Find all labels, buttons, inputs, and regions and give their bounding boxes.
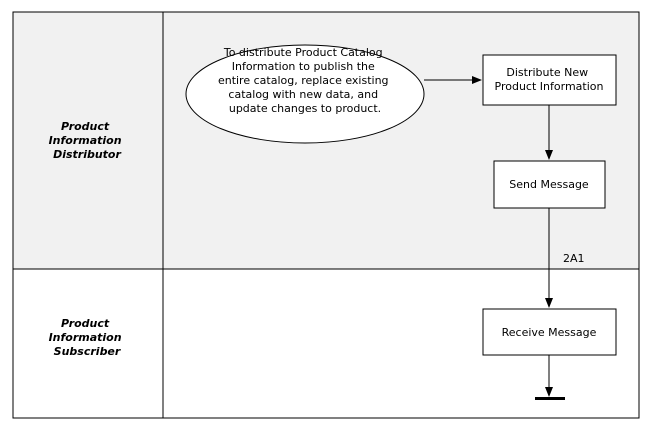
swimlane-distributor-label-line: Distributor (53, 148, 121, 161)
start-event[interactable]: To distribute Product Catalog Informatio… (185, 44, 425, 144)
activity-send-message[interactable]: Send Message (493, 160, 606, 209)
start-event-label-line: catalog with new data, and (228, 88, 378, 101)
activity-distribute-box (482, 54, 617, 106)
start-event-label-line: entire catalog, replace existing (218, 74, 389, 87)
start-event-label: To distribute Product Catalog Informatio… (218, 46, 392, 115)
activity-send-label: Send Message (509, 178, 589, 191)
activity-distribute-label-line: Product Information (495, 80, 604, 93)
swimlane-distributor-label: Product Information Distributor (49, 120, 126, 161)
end-node-bar (535, 397, 565, 400)
swimlane-distributor-label-line: Information (49, 134, 122, 147)
activity-send-box (493, 160, 606, 209)
swimlane-distributor-header (13, 12, 163, 269)
start-event-label-line: To distribute Product Catalog (223, 46, 383, 59)
activity-receive-message[interactable]: Receive Message (482, 308, 617, 356)
swimlane-subscriber-label-line: Product (61, 317, 110, 330)
edge-send-to-receive-label: 2A1 (563, 252, 585, 265)
activity-distribute-label: Distribute New Product Information (495, 66, 604, 93)
activity-receive-label: Receive Message (502, 326, 597, 339)
start-event-label-line: update changes to product. (229, 102, 381, 115)
activity-receive-box (482, 308, 617, 356)
swimlane-subscriber-label-line: Subscriber (54, 345, 121, 358)
swimlane-subscriber-label-line: Information (49, 331, 122, 344)
swimlane-subscriber-label: Product Information Subscriber (49, 317, 126, 358)
activity-receive-label-line: Receive Message (502, 326, 597, 339)
swimlane-outer-border (12, 11, 640, 419)
swimlane-distributor-label-line: Product (61, 120, 110, 133)
start-event-ellipse (185, 44, 425, 144)
activity-send-label-line: Send Message (509, 178, 589, 191)
activity-distribute-product-information[interactable]: Distribute New Product Information (482, 54, 617, 106)
start-event-label-line: Information to publish the (232, 60, 375, 73)
activity-distribute-label-line: Distribute New (506, 66, 588, 79)
